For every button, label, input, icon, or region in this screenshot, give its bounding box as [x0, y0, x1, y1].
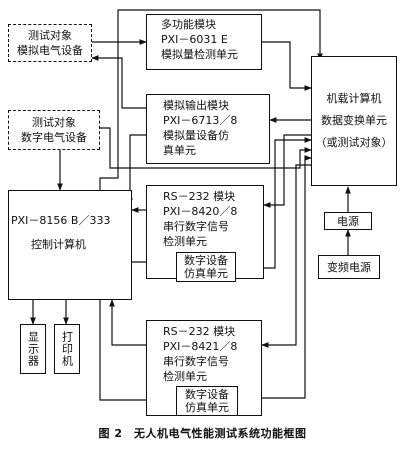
digital-sim-a-line2: 仿真单元: [184, 267, 228, 280]
rs232-b-line4: 检测单元: [163, 370, 207, 383]
analog-device-line2: 模拟电气设备: [17, 44, 83, 57]
analog-detect-line2: PXI－6031 E: [161, 33, 228, 46]
digital-test-object-box: 测试对象 数字电气设备: [8, 110, 100, 150]
rs232-b-line3: 串行数字信号: [163, 355, 229, 368]
analog-device-line1: 测试对象: [28, 29, 72, 42]
digital-sim-unit-b-box: 数字设备 仿真单元: [176, 386, 238, 416]
figure-caption: 图 2 无人机电气性能测试系统功能框图: [98, 427, 307, 440]
rs232-b-line2: PXI－8421／8: [163, 340, 238, 353]
analog-detect-line3: 模拟量检测单元: [161, 48, 238, 61]
power-label: 电源: [337, 214, 359, 228]
power-box: 电源: [324, 212, 372, 230]
onboard-line2: 数据变换单元: [321, 114, 387, 127]
digital-device-line2: 数字电气设备: [21, 131, 87, 144]
printer-box: 打印机: [54, 324, 80, 374]
printer-label: 打印机: [60, 331, 74, 367]
rs232-a-line4: 检测单元: [163, 235, 207, 248]
rs232-b-line1: RS－232 模块: [163, 325, 236, 338]
digital-sim-b-line1: 数字设备: [185, 388, 229, 401]
analog-sim-line4: 真单元: [163, 144, 196, 157]
digital-device-line1: 测试对象: [32, 116, 76, 129]
rs232-a-line1: RS－232 模块: [163, 190, 236, 203]
analog-test-object-box: 测试对象 模拟电气设备: [8, 24, 92, 62]
analog-detect-unit-box: 多功能模块 PXI－6031 E 模拟量检测单元: [146, 14, 262, 70]
display-label: 显示器: [26, 331, 40, 367]
control-line1: PXI－8156 B／333: [11, 214, 111, 227]
rs232-a-line2: PXI－8420／8: [163, 205, 238, 218]
analog-sim-line2: PXI－6713／8: [163, 114, 238, 127]
control-computer-box: PXI－8156 B／333 控制计算机: [8, 190, 132, 300]
analog-sim-unit-box: 模拟输出模块 PXI－6713／8 模拟量设备仿 真单元: [146, 94, 270, 164]
control-line2: 控制计算机: [31, 238, 86, 251]
rs232-detect-unit-a-box: RS－232 模块 PXI－8420／8 串行数字信号 检测单元: [146, 185, 264, 279]
vf-power-box: 变频电源: [318, 255, 380, 279]
rs232-a-line3: 串行数字信号: [163, 220, 229, 233]
digital-sim-unit-a-box: 数字设备 仿真单元: [176, 252, 236, 282]
onboard-line3: （或测试对象）: [315, 136, 393, 149]
analog-sim-line3: 模拟量设备仿: [163, 129, 229, 142]
digital-sim-a-line1: 数字设备: [184, 254, 228, 267]
analog-sim-line1: 模拟输出模块: [163, 99, 229, 112]
analog-detect-line1: 多功能模块: [161, 18, 216, 31]
onboard-computer-box: 机载计算机 数据变换单元 （或测试对象）: [311, 56, 397, 186]
digital-sim-b-line2: 仿真单元: [185, 401, 229, 414]
onboard-line1: 机载计算机: [326, 92, 382, 105]
vf-power-label: 变频电源: [327, 260, 371, 274]
display-box: 显示器: [20, 324, 46, 374]
